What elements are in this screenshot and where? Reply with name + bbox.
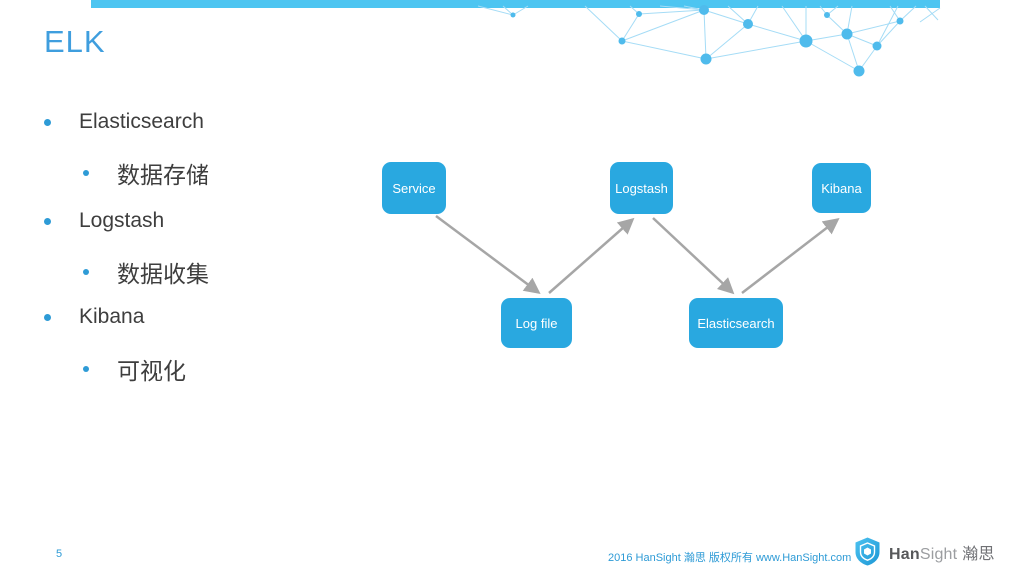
node-label: Kibana [821,180,862,196]
bullet-dot-icon [44,118,51,126]
node-service: Service [382,162,446,214]
list-subitem-visualization: 可视化 [83,352,186,386]
node-kibana: Kibana [812,163,871,213]
list-item-elasticsearch: Elasticsearch [44,110,204,134]
network-mesh-decoration [477,5,941,77]
list-item-logstash: Logstash [44,209,164,233]
logo-text-han: Han [889,545,920,563]
node-label: Service [392,180,436,196]
list-item-label: Kibana [79,305,145,328]
page-number: 5 [56,548,63,560]
node-label: Logstash [615,180,668,196]
page-title: ELK [44,24,106,59]
node-logstash: Logstash [610,162,673,214]
logo-text-sight: Sight [919,545,958,563]
bullet-dot-icon [83,366,89,372]
list-item-kibana: Kibana [44,305,144,329]
list-subitem-data-collection: 数据收集 [83,255,209,289]
bullet-dot-icon [83,170,89,176]
copyright-text: 2016 HanSight 瀚思 版权所有 www.HanSight.com [608,552,852,564]
list-item-label: Elasticsearch [79,110,204,133]
list-item-label: Logstash [79,209,165,232]
top-accent-bar [91,0,940,8]
node-log-file: Log file [501,298,572,348]
list-subitem-label: 可视化 [117,358,186,384]
bullet-dot-icon [44,313,51,321]
list-subitem-label: 数据收集 [117,261,209,287]
list-subitem-data-storage: 数据存储 [83,156,209,190]
bullet-dot-icon [83,269,89,275]
hansight-shield-icon [855,537,880,566]
bullet-dot-icon [44,217,51,225]
node-elasticsearch: Elasticsearch [689,298,783,348]
node-label: Elasticsearch [697,315,775,331]
list-subitem-label: 数据存储 [117,162,209,188]
bullet-list: Elasticsearch 数据存储 Logstash 数据收集 Kibana … [40,106,380,406]
logo-text-cn: 瀚思 [962,545,995,563]
node-label: Log file [515,315,558,331]
